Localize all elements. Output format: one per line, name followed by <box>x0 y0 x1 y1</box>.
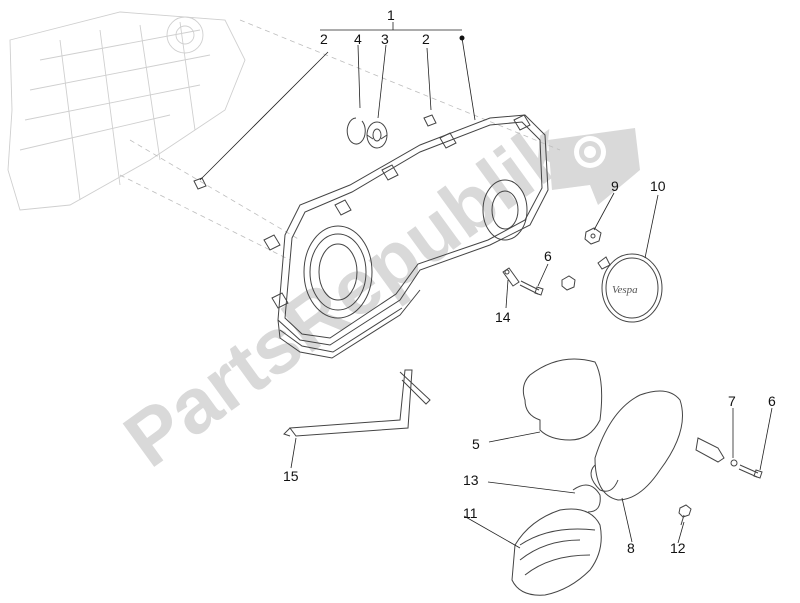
callout-6-center: 6 <box>544 248 552 264</box>
callout-12: 12 <box>670 540 686 556</box>
part-bracket-14 <box>502 267 520 287</box>
engine-block-background <box>7 11 561 261</box>
part-bearing <box>366 121 388 149</box>
part-duct-15 <box>283 369 431 437</box>
callout-9: 9 <box>611 178 619 194</box>
callout-13: 13 <box>463 472 479 488</box>
callout-1: 1 <box>387 7 395 23</box>
callout-10: 10 <box>650 178 666 194</box>
callout-2-left: 2 <box>320 31 328 47</box>
callout-8: 8 <box>627 540 635 556</box>
part-dowel-pin-left <box>193 177 207 190</box>
part-bellows-11 <box>511 508 602 596</box>
leader-lines <box>199 22 773 549</box>
part-logo-cap: Vespa <box>601 253 663 323</box>
callout-7: 7 <box>728 393 736 409</box>
part-circlip <box>346 117 366 145</box>
callout-3: 3 <box>381 31 389 47</box>
callout-2-right: 2 <box>422 31 430 47</box>
callout-numbers: 1 2 4 3 2 9 10 6 14 7 6 5 15 13 11 8 12 <box>283 7 776 556</box>
part-dowel-pin-right <box>423 114 437 127</box>
part-nut-center <box>561 275 576 291</box>
watermark: PartsRepublik <box>108 104 640 484</box>
part-bolt-6-right <box>738 464 763 479</box>
logo-text: Vespa <box>612 284 638 296</box>
part-nut-9 <box>584 227 602 245</box>
part-filter-cover-8 <box>590 390 683 501</box>
gear-flag-icon <box>548 128 640 205</box>
callout-6-right: 6 <box>768 393 776 409</box>
part-bolt-6-center <box>519 280 544 296</box>
watermark-text: PartsRepublik <box>108 104 585 484</box>
callout-14: 14 <box>495 309 511 325</box>
callout-15: 15 <box>283 468 299 484</box>
callout-11: 11 <box>463 505 478 521</box>
part-ring-13 <box>572 484 601 513</box>
callout-4: 4 <box>354 31 362 47</box>
part-bracket-7 <box>695 437 738 467</box>
callout-5: 5 <box>472 436 480 452</box>
part-gasket-5 <box>522 358 603 441</box>
callout-dot <box>459 35 465 41</box>
part-screw-12 <box>678 504 692 526</box>
crankcase-cover <box>263 114 549 359</box>
